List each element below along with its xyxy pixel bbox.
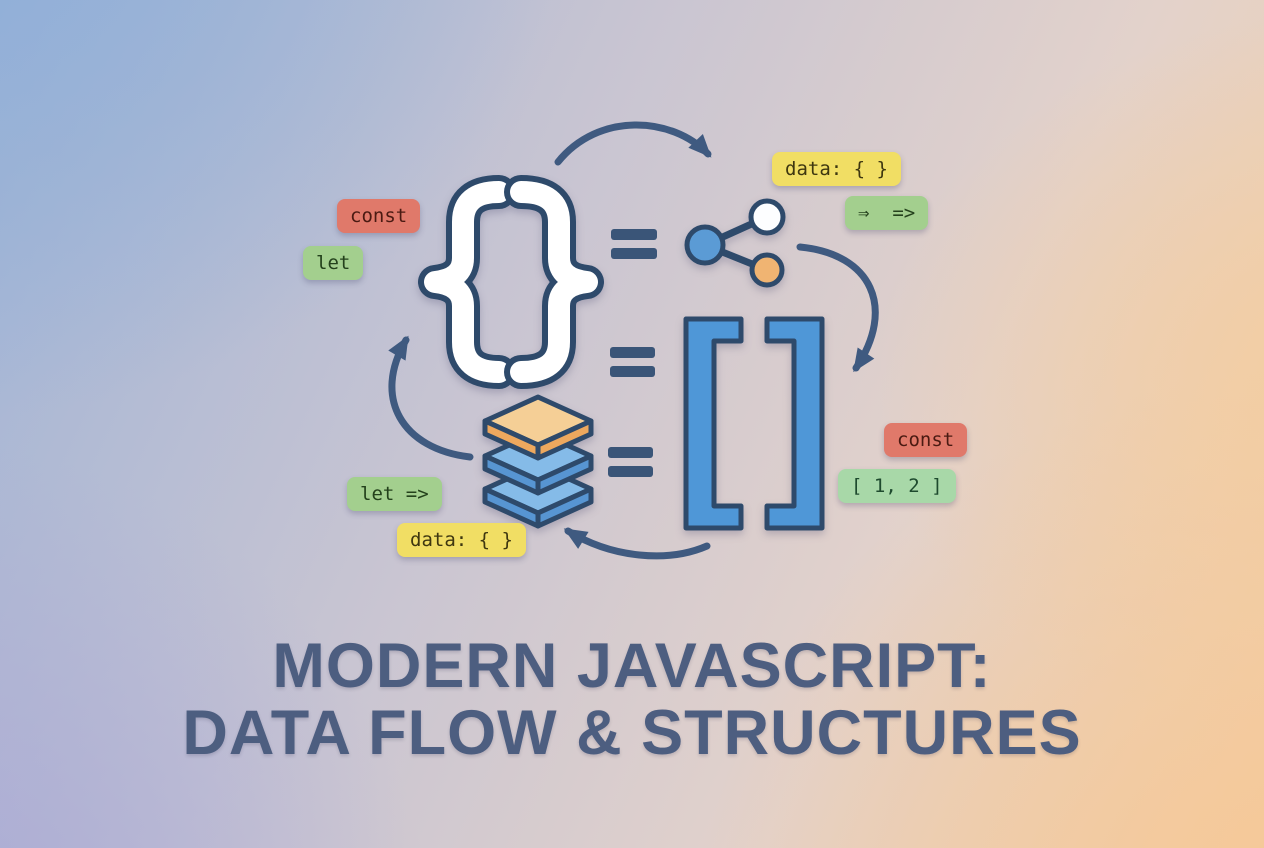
poster-title: MODERN JAVASCRIPT: DATA FLOW & STRUCTURE… bbox=[0, 633, 1264, 767]
graph-node-orange bbox=[749, 252, 785, 288]
badge-array-values: [ 1, 2 ] bbox=[838, 469, 956, 503]
bracket-open-icon bbox=[683, 316, 744, 531]
arrow-braces-to-graph-icon bbox=[554, 121, 712, 166]
badge-const-right: const bbox=[884, 423, 968, 457]
array-brackets-icon bbox=[683, 316, 825, 531]
badge-const-left: const bbox=[337, 199, 421, 233]
stack-layer-top bbox=[482, 394, 594, 461]
equals-icon-bottom bbox=[608, 447, 653, 477]
data-stack-icon bbox=[482, 394, 594, 529]
flow-arrows bbox=[388, 121, 879, 560]
bracket-close-icon bbox=[764, 316, 825, 531]
graph-node-white bbox=[748, 198, 786, 236]
badge-let-arrow: let => bbox=[347, 477, 442, 511]
reference-graph-icon bbox=[684, 198, 786, 288]
equals-icon-middle bbox=[610, 347, 655, 377]
graph-node-blue bbox=[684, 224, 726, 266]
arrow-graph-to-array-icon bbox=[796, 243, 879, 373]
badge-data-top: data: { } bbox=[772, 152, 901, 186]
object-braces-icon bbox=[418, 175, 604, 389]
brace-open-icon bbox=[418, 175, 516, 389]
poster-title-line2: DATA FLOW & STRUCTURES bbox=[182, 698, 1082, 768]
arrow-up-to-braces-icon bbox=[388, 335, 474, 461]
equals-icons bbox=[608, 229, 657, 477]
badge-double-arrow: ⇒ => bbox=[845, 196, 929, 230]
badge-data-bottom: data: { } bbox=[397, 523, 526, 557]
equals-icon-top bbox=[611, 229, 657, 259]
arrow-array-to-stack-icon bbox=[563, 527, 711, 560]
poster-title-line1: MODERN JAVASCRIPT: bbox=[272, 631, 992, 701]
brace-close-icon bbox=[504, 175, 604, 389]
badge-let-left: let bbox=[303, 246, 364, 280]
